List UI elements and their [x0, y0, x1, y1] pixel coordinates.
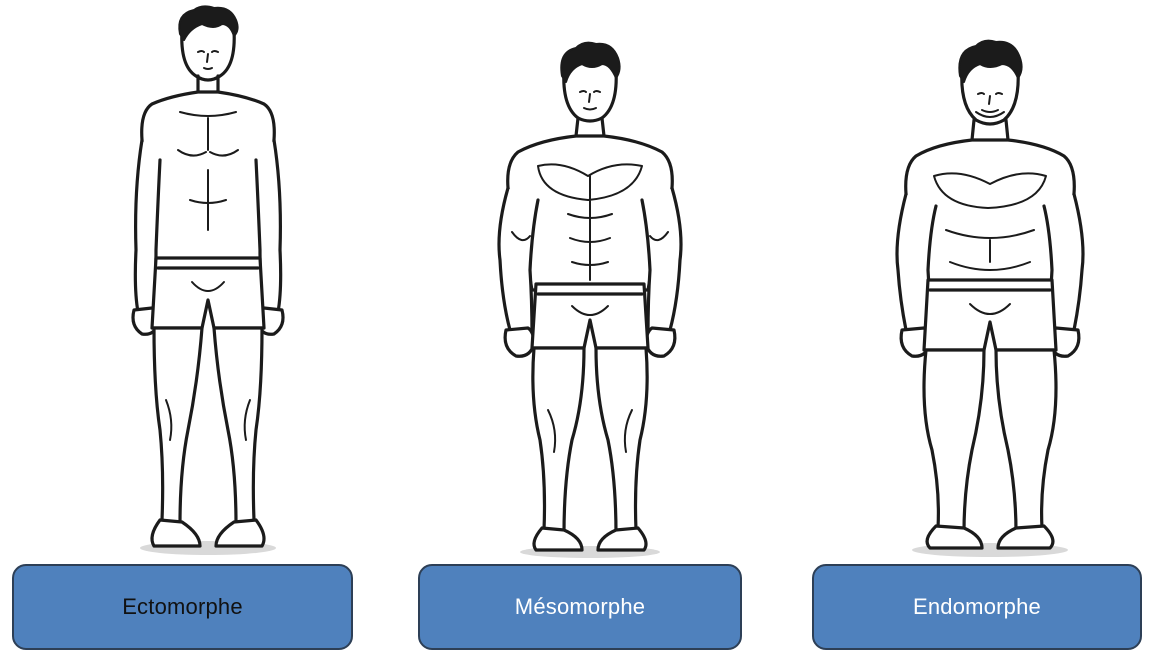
- mesomorph-figure-illustration: [492, 0, 688, 560]
- endomorph-figure-icon: [890, 0, 1090, 560]
- ectomorphe-label-box: Ectomorphe: [12, 564, 353, 650]
- mesomorphe-label: Mésomorphe: [515, 594, 645, 620]
- ectomorph-figure-icon: [118, 0, 298, 560]
- mesomorphe-label-box: Mésomorphe: [418, 564, 742, 650]
- endomorph-figure-illustration: [890, 0, 1090, 560]
- ectomorph-figure-illustration: [118, 0, 298, 560]
- mesomorph-figure-icon: [492, 0, 688, 560]
- ectomorphe-label: Ectomorphe: [122, 594, 243, 620]
- endomorphe-label-box: Endomorphe: [812, 564, 1142, 650]
- endomorphe-label: Endomorphe: [913, 594, 1041, 620]
